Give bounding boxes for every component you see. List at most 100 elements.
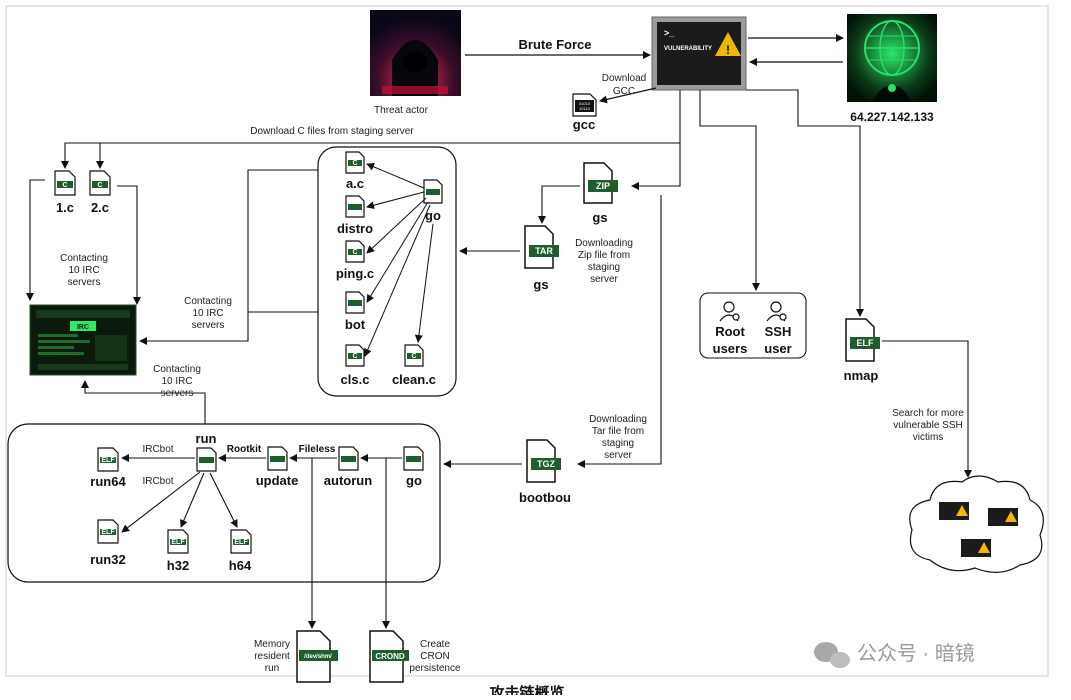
update-icon (267, 446, 288, 471)
go-fanout-arrows (364, 163, 434, 357)
bottom-to-irc-arrow (81, 380, 206, 424)
devshm-file-icon: /dev/shm/ (296, 630, 338, 683)
svg-text:TAR: TAR (535, 246, 553, 256)
svg-text:/dev/shm/: /dev/shm/ (304, 654, 332, 660)
file-distro-label: distro (337, 221, 373, 236)
autorun-icon (338, 446, 359, 471)
brute-force-label: Brute Force (519, 37, 592, 52)
svg-text:!: ! (726, 43, 730, 57)
tar-file-icon: TAR (524, 225, 559, 269)
tar-note-l2: Zip file from (578, 250, 630, 261)
file-cleanc-label: clean.c (392, 372, 436, 387)
root-users-l1: Root (715, 324, 745, 339)
cron-note-l3: persistence (409, 663, 461, 674)
svg-text:CROND: CROND (375, 652, 405, 661)
svg-text:ELF: ELF (857, 338, 875, 348)
vulnerability-text: VULNERABILITY (664, 46, 712, 52)
svg-text:C: C (352, 160, 357, 167)
bottom-go-label: go (406, 473, 422, 488)
contact-left-l1: Contacting (60, 253, 108, 264)
contact-mid-l3: servers (192, 320, 225, 331)
download-gcc-arrow (599, 87, 657, 104)
root-user-icon (719, 301, 740, 322)
tar-note-l3: staging (588, 262, 620, 273)
file-1c-label: 1.c (56, 200, 74, 215)
victims-cloud (909, 475, 1044, 573)
run-to-h64-arrow (209, 472, 238, 528)
svg-text:01010: 01010 (579, 101, 591, 106)
watermark-text: 公众号 · 暗镜 (857, 642, 975, 665)
run-label: run (196, 431, 217, 446)
threat-actor-image (370, 10, 461, 96)
contact-left-l2: 10 IRC (68, 265, 99, 276)
file-ac-label: a.c (346, 176, 364, 191)
svg-text:IRC: IRC (77, 324, 89, 331)
gcc-label: gcc (573, 117, 595, 132)
svg-text:ELF: ELF (101, 529, 115, 536)
run-to-h32-arrow (180, 472, 205, 528)
go-group-to-irc (139, 169, 318, 345)
tgz-file-icon: TGZ (526, 439, 561, 483)
svg-text:ELF: ELF (101, 457, 115, 464)
bottom-group-box (7, 423, 441, 583)
download-gcc-line2: GCC (613, 86, 635, 97)
file-clsc-label: cls.c (341, 372, 370, 387)
rootkit-label: Rootkit (227, 444, 262, 455)
contact-mid-l2: 10 IRC (192, 308, 223, 319)
tar-note-l1: Downloading (575, 238, 633, 249)
update-label: update (256, 473, 299, 488)
h64-label: h64 (229, 558, 252, 573)
go-label: go (425, 208, 441, 223)
zip-file-icon: ZIP (583, 162, 618, 204)
memory-note-l1: Memory (254, 639, 290, 650)
file-bot-icon (345, 291, 365, 314)
ircbot-label-1: IRCbot (142, 444, 173, 455)
figure-caption: 攻击链概览 (489, 684, 564, 695)
outer-frame (5, 5, 1049, 677)
svg-text:ZIP: ZIP (596, 181, 610, 191)
c2-globe-image (847, 14, 937, 102)
file-ac-icon: C (345, 151, 365, 174)
svg-text:ELF: ELF (234, 539, 248, 546)
run-to-run32-arrow (121, 471, 201, 533)
h32-icon: ELF (167, 529, 189, 554)
autorun-label: autorun (324, 473, 372, 488)
cron-note-l1: Create (420, 639, 450, 650)
run32-icon: ELF (97, 519, 119, 544)
threat-actor-label: Threat actor (374, 105, 429, 116)
gcc-binary-icon: 01010 10110 (572, 93, 597, 117)
cron-note-l2: CRON (420, 651, 449, 662)
file-bot-label: bot (345, 317, 366, 332)
vulnerability-screen: >_ VULNERABILITY ! (651, 16, 747, 91)
tgz-name-label: bootbou (519, 490, 571, 505)
contact-left-l3: servers (68, 277, 101, 288)
nmap-to-cloud-arrow (882, 340, 972, 478)
ssh-user-l1: SSH (765, 324, 792, 339)
svg-text:C: C (352, 353, 357, 360)
ircbot-label-2: IRCbot (142, 476, 173, 487)
go-group-box (317, 146, 457, 397)
file-cleanc-icon: C (404, 344, 424, 367)
tar-note-l4: server (590, 274, 618, 285)
svg-text:C: C (97, 182, 102, 189)
bottom-go-icon (403, 446, 424, 471)
to-zip-arrow (631, 143, 681, 190)
tgz-note-l4: server (604, 450, 632, 461)
file-2c-label: 2.c (91, 200, 109, 215)
memory-note-l2: resident (254, 651, 290, 662)
svg-text:ELF: ELF (171, 539, 185, 546)
tar-name-label: gs (533, 277, 548, 292)
c-files-arrow-1 (61, 90, 681, 169)
run64-icon: ELF (97, 447, 119, 472)
irc-panel-image: IRC (29, 304, 137, 376)
run32-label: run32 (90, 552, 125, 567)
file-1c-icon: C (54, 170, 76, 196)
ssh-user-l2: user (764, 341, 791, 356)
nmap-note-l2: vulnerable SSH (893, 420, 962, 431)
zip-to-tar-arrow (538, 185, 580, 224)
svg-text:C: C (411, 353, 416, 360)
file1-to-irc (26, 179, 45, 301)
svg-text:10110: 10110 (579, 106, 591, 111)
contact-bottom-l2: 10 IRC (161, 376, 192, 387)
